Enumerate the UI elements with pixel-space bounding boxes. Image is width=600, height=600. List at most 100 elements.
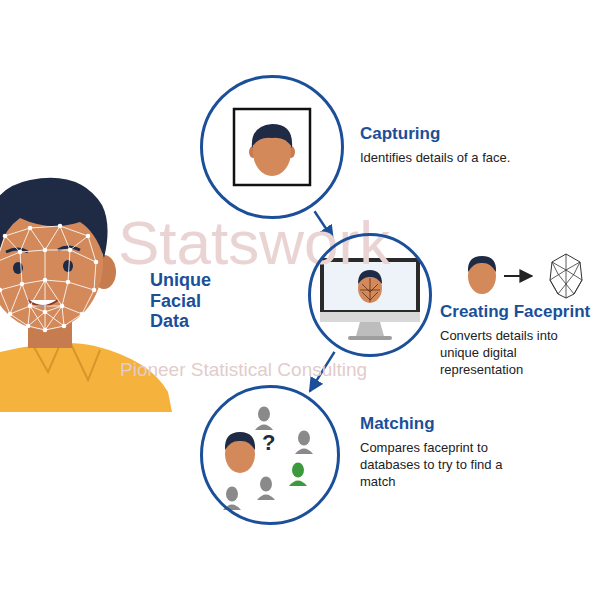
mesh-dot — [86, 234, 91, 239]
mesh-line — [28, 312, 45, 326]
mesh-line — [88, 236, 96, 262]
mesh-line — [60, 226, 70, 250]
mesh-dot — [60, 304, 65, 309]
question-mark: ? — [262, 432, 282, 454]
mesh-line — [45, 226, 60, 250]
mesh-line — [60, 226, 88, 236]
mesh-line — [68, 282, 94, 290]
mesh-line — [28, 326, 45, 330]
faceprint-icon — [468, 254, 582, 298]
mesh-dot — [20, 282, 25, 287]
step-text: CapturingIdentifies details of a face. — [360, 124, 585, 167]
mesh-line — [30, 228, 45, 250]
mesh-line — [30, 226, 60, 228]
mesh-line — [45, 312, 46, 330]
monitor-icon-part — [348, 336, 392, 340]
circle-ground — [202, 77, 342, 217]
faceprint-icon-part — [550, 254, 582, 298]
mesh-line — [5, 228, 30, 236]
mesh-dot — [62, 324, 67, 329]
step-circle: Creating FaceprintConverts details into … — [308, 233, 432, 357]
mesh-dot — [28, 226, 33, 231]
mesh-line — [20, 252, 22, 284]
mesh-line — [82, 290, 94, 314]
mesh-dot — [43, 278, 48, 283]
step-description: Converts details into unique digital rep… — [440, 328, 592, 379]
step-circle: MatchingCompares faceprint to databases … — [200, 385, 340, 525]
database-face — [255, 407, 273, 431]
mesh-line — [45, 280, 62, 306]
monitor-icon-part — [356, 322, 384, 336]
watermark: Statswork — [118, 212, 448, 274]
face-mesh — [0, 224, 98, 333]
database-face-part — [289, 481, 307, 487]
framed-face-part — [252, 124, 292, 148]
mesh-dot — [68, 248, 73, 253]
database-face-part — [255, 425, 273, 431]
step-description: Compares faceprint to databases to try t… — [360, 440, 538, 491]
mesh-line — [10, 306, 30, 314]
monitor-icon-part — [360, 278, 380, 302]
mesh-line — [30, 306, 62, 307]
database-face-part — [292, 463, 304, 478]
database-face — [295, 431, 313, 455]
database-face — [223, 487, 241, 511]
mesh-dot — [94, 260, 99, 265]
watermark: Pioneer Statistical Consulting — [120, 360, 450, 379]
mesh-line — [0, 252, 20, 262]
step-description: Identifies details of a face. — [360, 150, 585, 167]
database-face-part — [258, 407, 270, 422]
mesh-line — [0, 284, 22, 290]
mesh-dot — [26, 324, 31, 329]
mesh-dot — [18, 250, 23, 255]
mesh-line — [45, 312, 64, 326]
mesh-line — [62, 306, 64, 326]
step-heading: Creating Faceprint — [440, 302, 592, 322]
step-text: Creating FaceprintConverts details into … — [440, 302, 592, 379]
mesh-line — [45, 326, 64, 330]
mesh-dot — [92, 288, 97, 293]
monitor-icon-part — [320, 312, 420, 322]
database-face — [257, 477, 275, 501]
mesh-line — [20, 250, 45, 252]
mesh-line — [45, 306, 62, 330]
mesh-dot — [0, 288, 2, 293]
mesh-line — [45, 250, 70, 251]
mesh-line — [30, 280, 45, 306]
mesh-line — [64, 314, 82, 326]
framed-face — [234, 109, 310, 185]
step-heading: Capturing — [360, 124, 585, 144]
database-face-part — [260, 477, 272, 492]
matching-faces — [223, 407, 313, 511]
circle-ground — [202, 387, 338, 523]
faceprint-icon-part — [468, 256, 496, 272]
mesh-dot — [58, 224, 63, 229]
mesh-line — [45, 280, 46, 312]
mesh-dot — [8, 312, 13, 317]
mesh-line — [62, 306, 82, 314]
mesh-line — [5, 236, 20, 252]
callout-label: Unique Facial Data — [150, 270, 245, 332]
framed-face-part — [234, 109, 310, 185]
mesh-line — [22, 280, 45, 284]
database-face-part — [226, 487, 238, 502]
mesh-dot — [43, 248, 48, 253]
database-face-part — [257, 495, 275, 501]
mesh-line — [68, 250, 70, 282]
mesh-dot — [66, 280, 71, 285]
faceprint-icon-part — [504, 275, 532, 277]
mesh-line — [0, 290, 10, 314]
step-text: MatchingCompares faceprint to databases … — [360, 414, 538, 491]
mesh-line — [45, 250, 46, 280]
mesh-line — [94, 262, 96, 290]
mesh-dot — [43, 328, 48, 333]
person-illustration-part — [63, 260, 73, 272]
database-face-part — [298, 431, 310, 446]
mesh-line — [28, 306, 30, 326]
mesh-dot — [80, 312, 85, 317]
mesh-line — [70, 236, 88, 250]
database-face-part — [223, 505, 241, 511]
step-circle: CapturingIdentifies details of a face. — [200, 75, 344, 219]
